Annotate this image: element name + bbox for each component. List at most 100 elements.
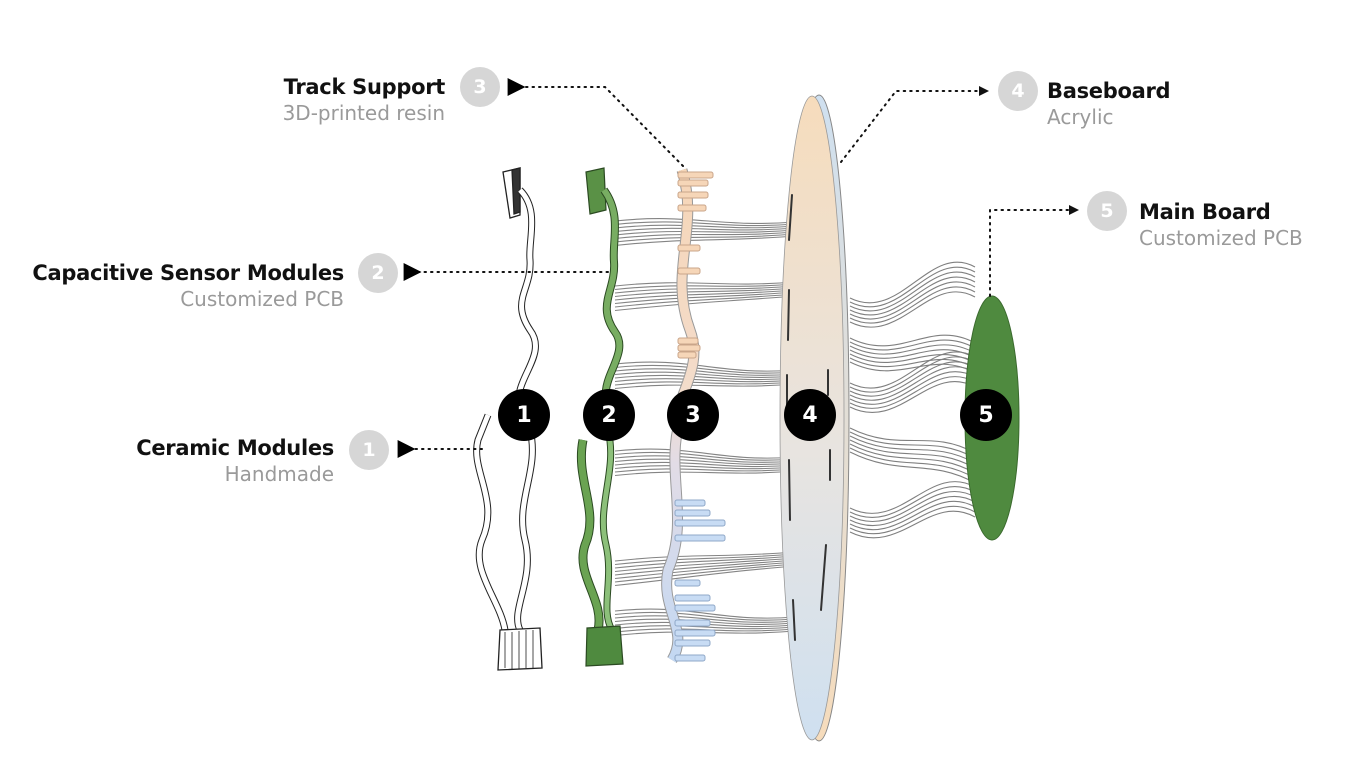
wire: [849, 361, 976, 397]
track-arm: [677, 179, 709, 187]
wire: [614, 565, 796, 587]
track-arm: [674, 579, 701, 587]
track-arm: [674, 534, 726, 542]
marker-5: 5: [960, 389, 1012, 441]
wire: [614, 361, 796, 372]
label-material: 3D-printed resin: [282, 101, 445, 125]
wire: [849, 435, 976, 464]
callout-badge-2: 2: [358, 253, 398, 293]
wire: [849, 261, 976, 304]
track-arm: [677, 337, 699, 345]
wire: [849, 271, 976, 312]
wire: [614, 625, 796, 630]
wire: [849, 266, 976, 308]
marker-2: 2: [583, 389, 635, 441]
label-title: Capacitive Sensor Modules: [32, 261, 344, 285]
wire: [849, 505, 976, 535]
leader-line-3: [507, 78, 684, 167]
wire: [614, 364, 796, 374]
marker-4-number: 4: [802, 402, 818, 428]
wire: [849, 344, 976, 355]
callout-number: 2: [371, 262, 385, 284]
marker-3: 3: [667, 389, 719, 441]
wire: [849, 447, 976, 479]
track-arm: [674, 619, 711, 627]
track-arm: [677, 191, 709, 199]
wire: [849, 495, 976, 527]
wire: [614, 229, 796, 236]
wire: [614, 224, 796, 229]
wire: [614, 611, 796, 621]
wire: [849, 451, 976, 484]
track-arm: [674, 654, 706, 662]
marker-4: 4: [784, 389, 836, 441]
wire: [614, 289, 796, 301]
marker-1: 1: [498, 389, 550, 441]
wire: [614, 383, 796, 390]
wire: [614, 465, 796, 470]
callout-number: 4: [1011, 80, 1025, 102]
wire: [614, 293, 796, 308]
wire: [849, 276, 976, 316]
wire: [614, 381, 796, 386]
track-arm: [674, 604, 716, 612]
callout-badge-5: 5: [1087, 191, 1127, 231]
wire: [849, 427, 976, 454]
wire: [614, 233, 796, 243]
track-arm: [677, 267, 701, 275]
wire: [614, 374, 796, 381]
marker-3-number: 3: [685, 402, 701, 428]
wire: [849, 281, 976, 320]
wire: [614, 283, 796, 291]
wire: [614, 451, 796, 461]
wire: [614, 468, 796, 473]
wire: [849, 371, 976, 405]
wire: [614, 553, 796, 566]
wire: [614, 221, 796, 227]
track-arm: [674, 639, 711, 647]
track-arm: [674, 519, 726, 527]
track-arm: [674, 629, 716, 637]
leader-line-5: [989, 209, 1069, 297]
marker-2-number: 2: [601, 402, 617, 428]
wire: [614, 448, 796, 459]
callout-badge-3: 3: [460, 67, 500, 107]
label-capacitive-sensor-modules: Capacitive Sensor Modules Customized PCB: [32, 260, 344, 312]
wire: [849, 351, 976, 389]
leader-lines: [397, 78, 1069, 458]
label-main-board: Main Board Customized PCB: [1139, 199, 1303, 251]
wire: [849, 485, 976, 519]
wire: [614, 470, 796, 477]
label-title: Main Board: [1139, 200, 1271, 224]
label-title: Track Support: [283, 75, 446, 99]
wire: [614, 608, 796, 619]
label-material: Acrylic: [1047, 105, 1114, 129]
wire: [849, 500, 976, 531]
wire: [849, 481, 976, 514]
wire: [614, 557, 796, 573]
wire: [614, 291, 796, 305]
track-arm: [674, 594, 711, 602]
track-arm: [677, 171, 714, 179]
wire-bundle-left: [614, 218, 796, 637]
wire: [849, 356, 976, 393]
wire: [614, 563, 796, 583]
wire: [614, 455, 796, 463]
wire: [614, 218, 796, 224]
track-arm: [674, 499, 706, 507]
callout-badge-1: 1: [349, 430, 389, 470]
wire: [614, 227, 796, 233]
wire: [614, 458, 796, 465]
wire-bundle-right: [849, 261, 976, 539]
wire: [614, 235, 796, 247]
arrowhead-4: [979, 86, 989, 96]
label-material: Handmade: [224, 462, 334, 486]
marker-1-number: 1: [516, 402, 532, 428]
callout-number: 3: [473, 76, 487, 98]
label-baseboard: Baseboard Acrylic: [1047, 78, 1171, 130]
wire: [614, 555, 796, 569]
wire: [614, 371, 796, 378]
wire: [614, 551, 796, 562]
wire: [849, 510, 976, 539]
